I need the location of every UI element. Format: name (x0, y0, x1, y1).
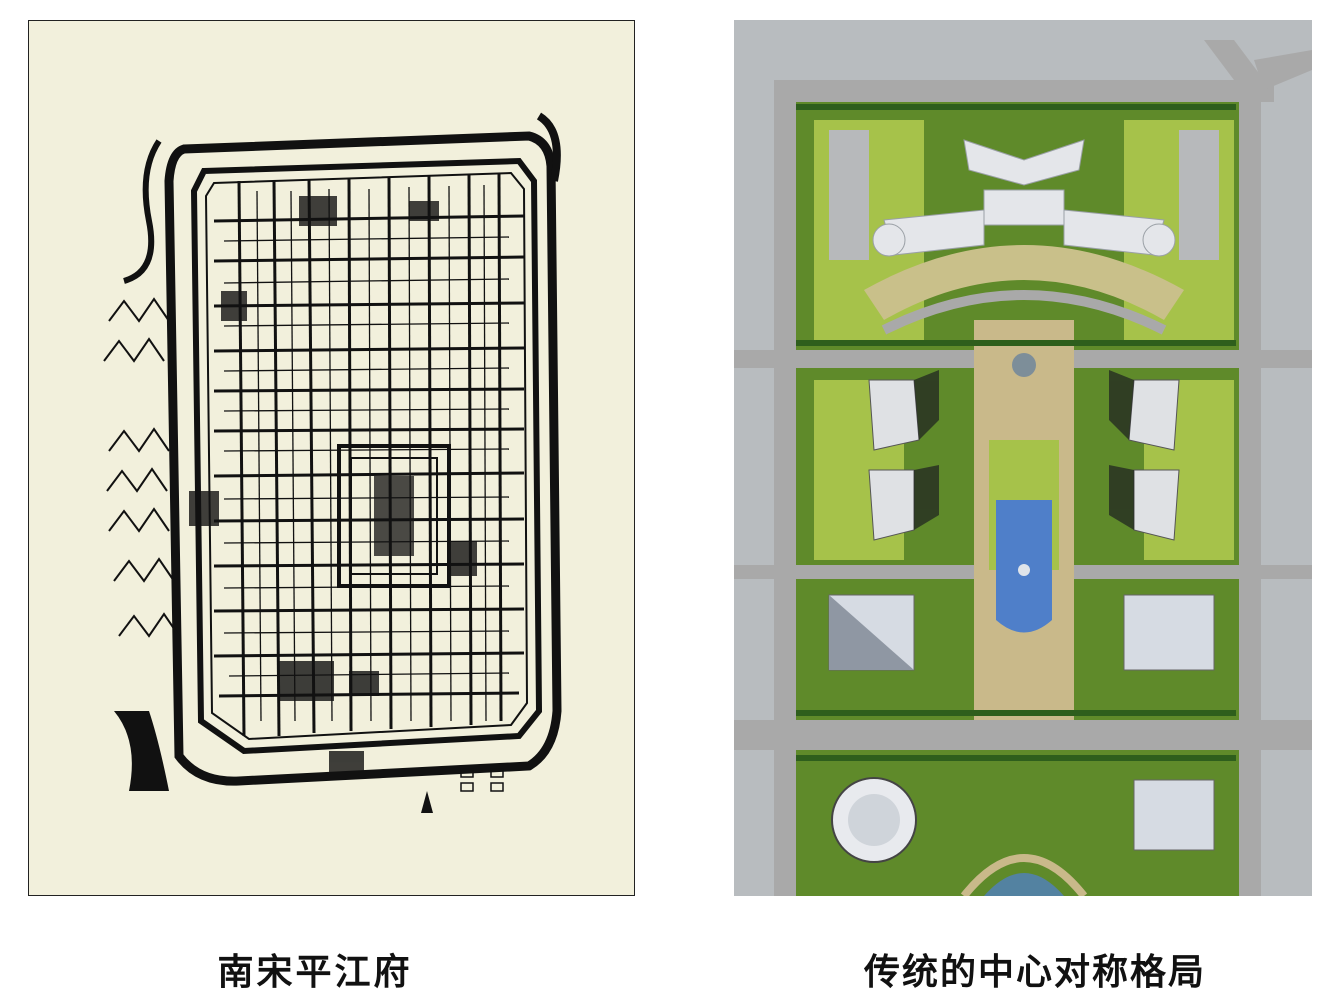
symmetric-plan-image (734, 20, 1312, 896)
pingjiang-map-image (28, 20, 635, 896)
left-image-caption: 南宋平江府 (217, 952, 413, 993)
right-image-caption: 传统的中心对称格局 (863, 952, 1206, 993)
